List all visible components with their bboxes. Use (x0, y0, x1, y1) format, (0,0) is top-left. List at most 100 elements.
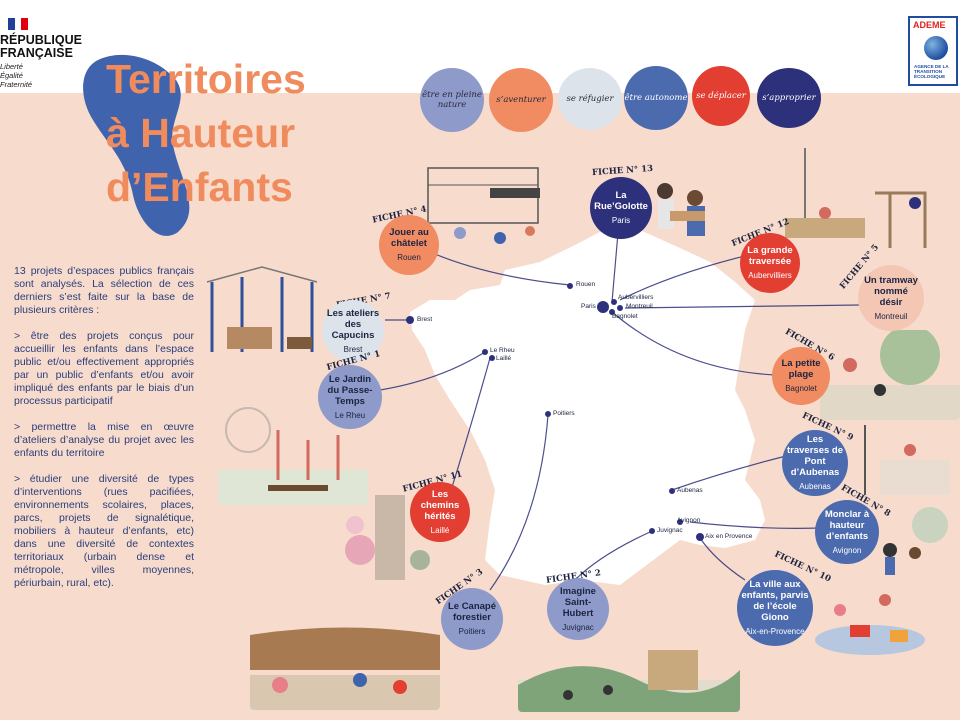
city-label-brest: Brest (417, 316, 433, 323)
description-criterion-3: > étudier une diversité de types d’inter… (14, 473, 194, 589)
fiche-13-name: La Rue’Golotte (594, 190, 648, 212)
city-label-aubenas: Aubenas (677, 487, 703, 494)
fiche-7-city: Brest (343, 344, 363, 354)
ademe-name: ADEME (913, 20, 946, 30)
description-criterion-2: > permettre la mise en œuvre d’ateliers … (14, 421, 194, 459)
fiche-6-city: Bagnolet (785, 384, 817, 393)
fiche-6-name: La petite plage (781, 358, 821, 380)
dot-aix (696, 533, 704, 541)
theme-bubble-refugier: se réfugier (558, 68, 622, 130)
fiche-10-city: Aix-en-Provence (745, 627, 805, 636)
fiche-1-city: Le Rheu (334, 410, 366, 420)
theme-label: être autonome (624, 93, 688, 103)
illustration-avignon (870, 505, 960, 580)
fiche-11-city: Laillé (430, 525, 450, 535)
fiche-12-city: Aubervilliers (748, 271, 792, 280)
theme-bubble-autonome: être autonome (624, 66, 688, 130)
fiche-6-circle[interactable]: La petite plage Bagnolet (772, 347, 830, 405)
dot-lerheu (482, 349, 488, 355)
theme-bubble-nature: être en pleine nature (420, 68, 484, 132)
city-label-rouen: Rouen (576, 281, 596, 288)
fiche-4-circle[interactable]: Jouer au châtelet Rouen (379, 215, 439, 275)
fiche-1-circle[interactable]: Le Jardin du Passe-Temps Le Rheu (318, 365, 382, 429)
city-label-aix: Aix en Provence (705, 533, 753, 540)
fiche-2-circle[interactable]: Imagine Saint-Hubert Juvignac (547, 578, 609, 640)
fiche-5-circle[interactable]: Un tramway nommé désir Montreuil (858, 265, 924, 331)
city-label-juvignac: Juvignac (657, 527, 683, 534)
fiche-11-circle[interactable]: Les chemins hérités Laillé (410, 482, 470, 542)
motto-fraternite: Fraternité (0, 80, 33, 89)
theme-bubble-aventurer: s’aventurer (489, 68, 553, 132)
connector-lines (379, 209, 861, 591)
motto-egalite: Égalité (0, 71, 23, 80)
fiche-2-name: Imagine Saint-Hubert (560, 585, 596, 619)
illustration-laille (340, 490, 440, 585)
title-line-2: à Hauteur (106, 110, 296, 156)
motto-liberte: Liberté (0, 62, 23, 71)
fiche-3-circle[interactable]: Le Canapé forestier Poitiers (441, 588, 503, 650)
description-intro: 13 projets d’espaces publics français so… (14, 265, 194, 316)
theme-label: s’aventurer (496, 95, 546, 105)
dot-montreuil (617, 305, 623, 311)
dot-bagnolet (609, 309, 615, 315)
fiche-5-name: Un tramway nommé désir (864, 274, 918, 308)
city-label-paris: Paris (581, 303, 596, 310)
dot-aubenas (669, 488, 675, 494)
fiche-8-city: Avignon (832, 545, 862, 555)
dot-avignon (677, 519, 683, 525)
page-title: Territoires à Hauteur d’Enfants (106, 52, 306, 214)
description-text: 13 projets d’espaces publics français so… (14, 265, 194, 603)
fiche-10-name: La ville aux enfants, parvis de l’école … (741, 579, 809, 623)
dot-laille (489, 355, 495, 361)
description-criterion-1: > être des projets conçus pour accueilli… (14, 330, 194, 407)
dot-aubervilliers (611, 299, 617, 305)
fiche-4-city: Rouen (397, 253, 421, 262)
illustration-montreuil (775, 148, 955, 258)
fiche-8-circle[interactable]: Monclar à hauteur d’enfants Avignon (815, 500, 879, 564)
theme-bubble-approprier: s’approprier (757, 68, 821, 128)
france-outline (410, 230, 765, 585)
fiche-4-name: Jouer au châtelet (389, 227, 429, 249)
dot-juvignac (649, 528, 655, 534)
republique-francaise-logo: RÉPUBLIQUE FRANÇAISE Liberté Égalité Fra… (0, 14, 90, 94)
fiche-3-city: Poitiers (458, 627, 486, 636)
fiche-7-name: Les ateliers des Capucins (326, 307, 380, 341)
dot-paris (597, 301, 609, 313)
blue-shape-decoration (83, 54, 190, 236)
fiche-13-city: Paris (611, 216, 631, 225)
fiche-9-city: Aubenas (799, 482, 831, 491)
fiche-1-name: Le Jardin du Passe-Temps (327, 373, 373, 407)
illustration-paris (640, 163, 720, 253)
city-label-avignon: Avignon (677, 517, 701, 524)
fiche-3-name: Le Canapé forestier (447, 601, 497, 623)
fiche-11-name: Les chemins hérités (420, 488, 460, 522)
fiche-12-name: La grande traversée (747, 245, 793, 267)
illustration-juvignac (518, 640, 740, 712)
theme-label: être en pleine nature (422, 90, 482, 110)
fiche-9-name: Les traverses de Pont d’Aubenas (787, 434, 843, 478)
fiche-12-circle[interactable]: La grande traversée Aubervilliers (740, 233, 800, 293)
dot-poitiers (545, 411, 551, 417)
title-line-3: d’Enfants (106, 164, 293, 210)
dot-rouen (567, 283, 573, 289)
illustration-poitiers (250, 625, 440, 710)
illustration-aubenas (850, 420, 960, 500)
dot-brest (406, 316, 414, 324)
fiche-9-circle[interactable]: Les traverses de Pont d’Aubenas Aubenas (782, 430, 848, 496)
illustration-aix (810, 585, 930, 660)
fiche-10-circle[interactable]: La ville aux enfants, parvis de l’école … (737, 570, 813, 646)
french-flag-icon (8, 18, 29, 30)
illustration-le-rheu (218, 400, 368, 505)
theme-label: se réfugier (566, 94, 614, 104)
city-label-aubervilliers: Aubervilliers (618, 294, 654, 301)
fiche-13-circle[interactable]: La Rue’Golotte Paris (590, 177, 652, 239)
globe-icon (924, 36, 948, 60)
fiche-5-city: Montreuil (874, 311, 908, 321)
theme-label: se déplacer (696, 91, 746, 101)
illustration-rouen (420, 163, 560, 248)
fiche-7-circle[interactable]: Les ateliers des Capucins Brest (322, 300, 384, 362)
city-dots (406, 283, 704, 541)
theme-bubble-deplacer: se déplacer (692, 66, 750, 126)
ademe-logo: ADEME AGENCE DE LA TRANSITION ÉCOLOGIQUE (908, 16, 958, 86)
city-label-bagnolet: Bagnolet (612, 313, 638, 320)
